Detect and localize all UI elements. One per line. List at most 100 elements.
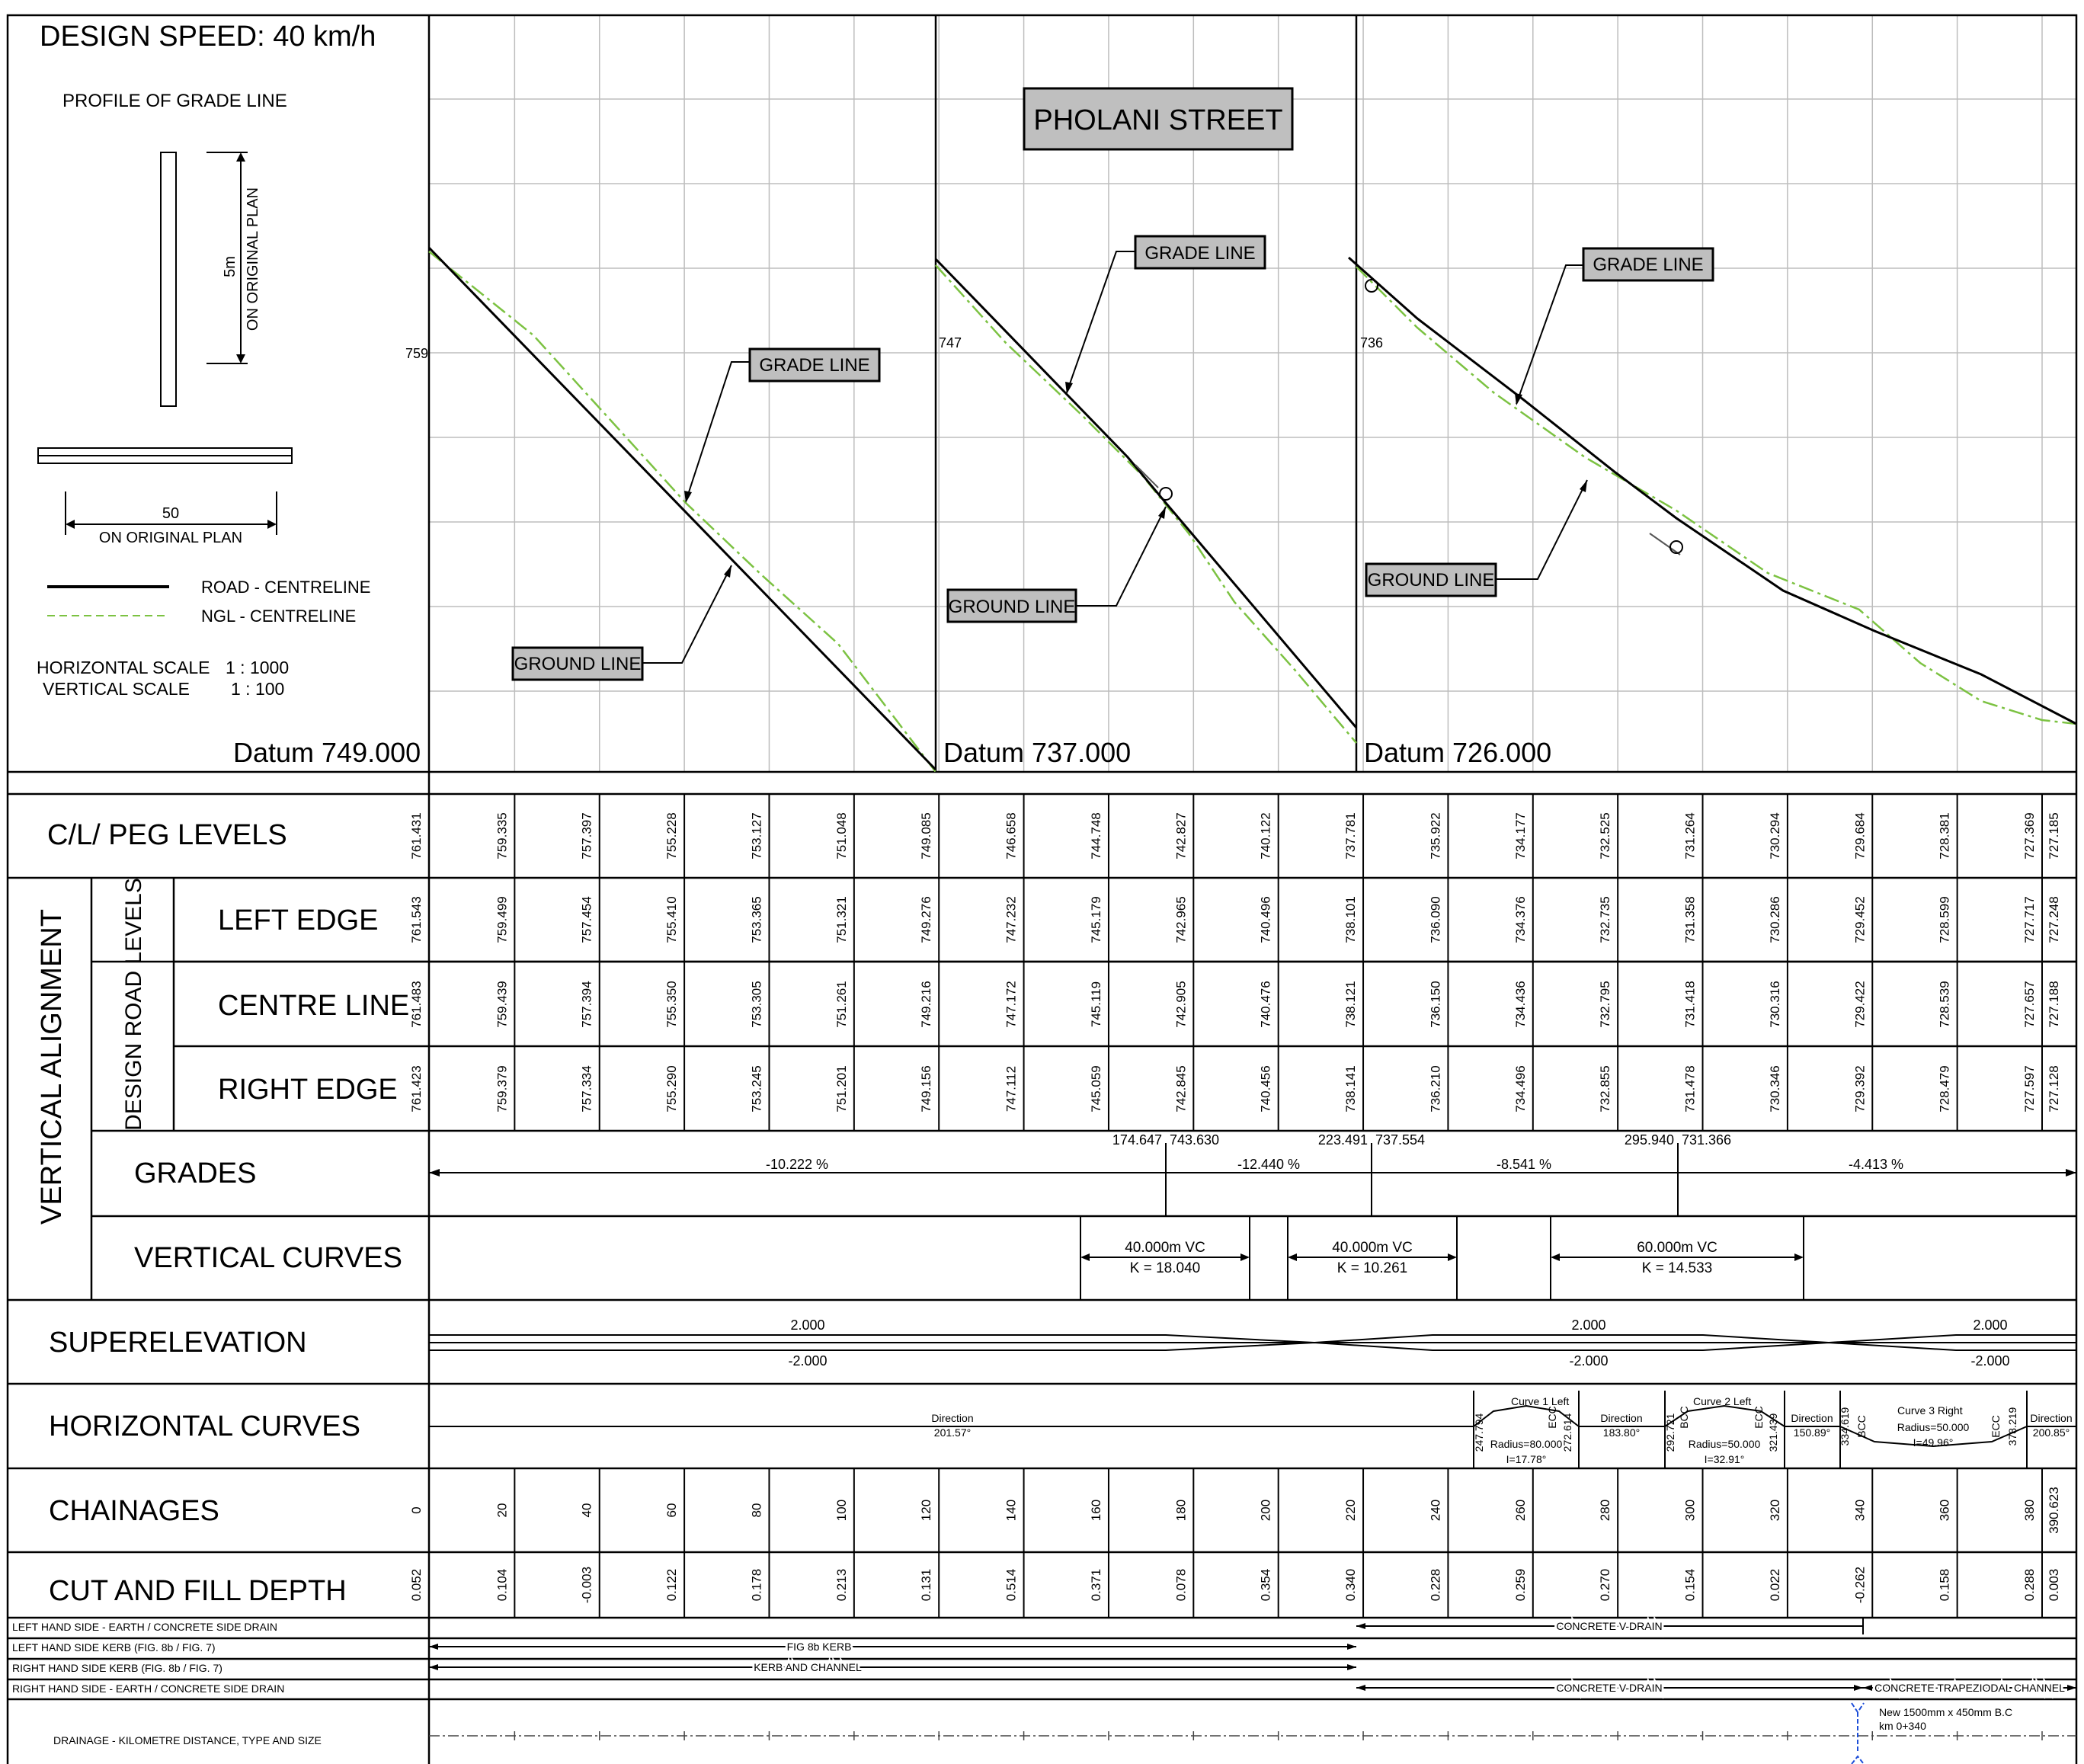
h-scale-value: 1 : 1000: [226, 658, 289, 677]
grade-line-callout-1: GRADE LINE: [684, 347, 881, 503]
centre-line-level: 738.121: [1343, 981, 1358, 1027]
chainages-label: CHAINAGES: [49, 1495, 219, 1527]
svg-text:150.89°: 150.89°: [1794, 1426, 1830, 1439]
vertical-scale-bar: 5m ON ORIGINAL PLAN: [160, 152, 261, 407]
right-edge-level: 736.210: [1428, 1065, 1442, 1112]
right-edge-level: 761.423: [409, 1065, 424, 1112]
street-name: PHOLANI STREET: [1033, 104, 1282, 136]
grade-line-callout-3: GRADE LINE: [1515, 247, 1714, 405]
centre-line-level: 730.316: [1768, 981, 1782, 1027]
right-edge-level: 729.392: [1852, 1065, 1867, 1112]
centre-line-level: 732.795: [1598, 981, 1612, 1027]
peg-levels-label: C/L/ PEG LEVELS: [47, 819, 287, 851]
table-column-lines: [514, 794, 2043, 1618]
lhs-kerb-label: LEFT HAND SIDE KERB (FIG. 8b / FIG. 7): [12, 1641, 216, 1654]
culvert-symbol: [1851, 1702, 1865, 1764]
right-edge-level: 759.379: [495, 1065, 509, 1112]
datum-2: Datum 737.000: [943, 737, 1131, 768]
centre-line-level: 745.119: [1089, 981, 1103, 1027]
ref-level-2: 747: [939, 335, 962, 351]
table-row-lines: [8, 876, 2076, 1701]
cut-fill-depth: 0.371: [1089, 1569, 1103, 1602]
grade-segment-2: -12.440 %: [1237, 1157, 1300, 1172]
peg-level: 734.177: [1513, 812, 1528, 859]
sheet-border: [6, 14, 2078, 1764]
pvi-1-level: 743.630: [1170, 1132, 1219, 1148]
svg-text:K = 10.261: K = 10.261: [1337, 1260, 1407, 1276]
right-edge-level: 727.597: [2022, 1065, 2037, 1112]
left-edge-level: 740.496: [1259, 896, 1273, 943]
cut-fill-label: CUT AND FILL DEPTH: [49, 1575, 347, 1607]
grades-label: GRADES: [134, 1157, 256, 1189]
svg-text:183.80°: 183.80°: [1603, 1426, 1640, 1439]
street-name-callout: PHOLANI STREET: [1023, 87, 1294, 151]
peg-level: 737.781: [1343, 812, 1358, 859]
rhs-kerb-label: RIGHT HAND SIDE KERB (FIG. 8b / FIG. 7): [12, 1662, 222, 1674]
pvi-2-ch: 223.491: [1318, 1132, 1368, 1148]
lhs-kerb-value: FIG 8b KERB: [787, 1641, 852, 1653]
profile-grid: [429, 15, 2076, 772]
svg-text:-2.000: -2.000: [1970, 1353, 2009, 1369]
svg-text:Curve 1 Left: Curve 1 Left: [1511, 1395, 1569, 1407]
svg-text:200.85°: 200.85°: [2033, 1426, 2070, 1439]
svg-text:378.219: 378.219: [2006, 1407, 2018, 1445]
cut-fill-depth: -0.262: [1852, 1567, 1867, 1603]
svg-text:GRADE LINE: GRADE LINE: [1144, 243, 1255, 264]
road-centreline-label: ROAD - CENTRELINE: [201, 578, 370, 597]
peg-level: 727.185: [2047, 812, 2061, 859]
right-edge-level: 740.456: [1259, 1065, 1273, 1112]
ref-level-3: 736: [1360, 335, 1383, 351]
peg-level: 728.381: [1938, 812, 1952, 859]
centre-line-level: 742.905: [1173, 981, 1188, 1027]
centre-line-level: 749.216: [919, 981, 933, 1027]
centre-line-level: 727.188: [2047, 981, 2061, 1027]
right-edge-level: 732.855: [1598, 1065, 1612, 1112]
cut-fill-depth: -0.003: [580, 1567, 594, 1603]
ground-line-callout-3: GROUND LINE: [1365, 479, 1588, 597]
chainage: 80: [749, 1503, 763, 1518]
svg-text:GRADE LINE: GRADE LINE: [1593, 255, 1703, 275]
chainage: 180: [1173, 1500, 1188, 1521]
v-scale-label: VERTICAL SCALE: [43, 679, 190, 699]
superelevation-label: SUPERELEVATION: [49, 1327, 307, 1359]
ground-line-callout-2: GROUND LINE: [946, 506, 1167, 623]
left-edge-level: 759.499: [495, 896, 509, 943]
cut-fill-depth: 0.340: [1343, 1569, 1358, 1602]
pvi-3-level: 731.366: [1682, 1132, 1731, 1148]
svg-text:GRADE LINE: GRADE LINE: [759, 355, 869, 376]
chainage: 380: [2022, 1500, 2037, 1521]
right-edge-level: 731.478: [1683, 1065, 1698, 1112]
svg-text:Direction: Direction: [931, 1412, 973, 1424]
centre-line-level: 761.483: [409, 981, 424, 1027]
grade-segment-1: -10.222 %: [766, 1157, 828, 1172]
cut-fill-depth: 0.213: [834, 1569, 849, 1602]
left-edge-level: 727.717: [2022, 896, 2037, 943]
chainage: 340: [1852, 1500, 1867, 1521]
svg-text:ECC: ECC: [1990, 1415, 2002, 1438]
cut-fill-depth: 0.078: [1173, 1569, 1188, 1602]
left-edge-level: 757.454: [580, 896, 594, 943]
vertical-curves-label: VERTICAL CURVES: [134, 1242, 402, 1274]
left-edge-level: 753.365: [749, 896, 763, 943]
rhs-drain-value-1: CONCRETE V-DRAIN: [1556, 1682, 1662, 1694]
legend: DESIGN SPEED: 40 km/h PROFILE OF GRADE L…: [37, 21, 421, 768]
chainage: 60: [664, 1503, 679, 1518]
left-edge-level: 734.376: [1513, 896, 1528, 943]
left-edge-level: 742.965: [1173, 896, 1188, 943]
peg-level: 755.228: [664, 812, 679, 859]
cut-fill-depth: 0.052: [409, 1569, 424, 1602]
chainage: 40: [580, 1503, 594, 1518]
rhs-kerb-value: KERB AND CHANNEL: [754, 1661, 862, 1673]
svg-text:GROUND LINE: GROUND LINE: [1368, 570, 1495, 591]
centre-line-level: 731.418: [1683, 981, 1698, 1027]
centre-line-level: 729.422: [1852, 981, 1867, 1027]
centre-line-level: 736.150: [1428, 981, 1442, 1027]
left-edge-level: 730.286: [1768, 896, 1782, 943]
culvert-size: New 1500mm x 450mm B.C: [1879, 1706, 2012, 1718]
centre-line-level: 755.350: [664, 981, 679, 1027]
centre-line-level: 728.539: [1938, 981, 1952, 1027]
svg-text:Direction: Direction: [1791, 1412, 1833, 1424]
peg-level: 753.127: [749, 812, 763, 859]
datum-main: Datum 749.000: [233, 737, 421, 768]
lhs-drain-value: CONCRETE V-DRAIN: [1556, 1620, 1662, 1632]
